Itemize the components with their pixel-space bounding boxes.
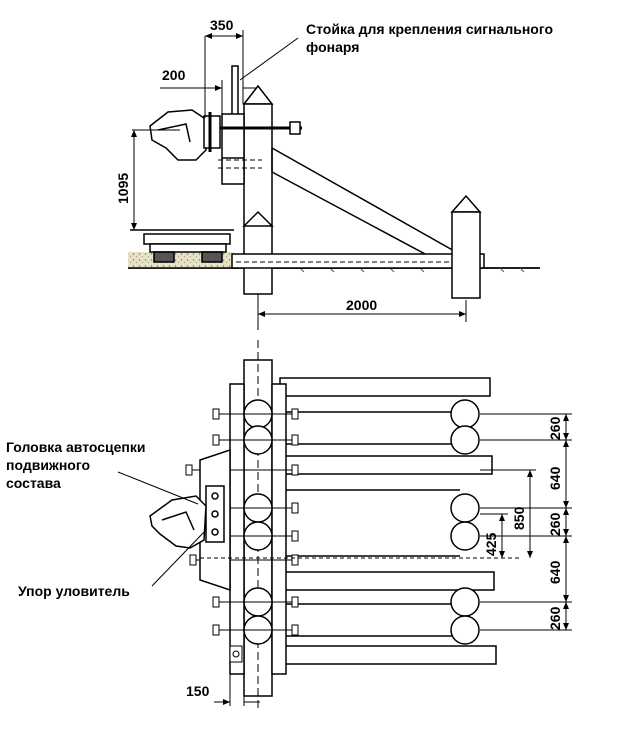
plan-longitudinal-bars bbox=[279, 377, 497, 665]
plan-coupler-head bbox=[149, 495, 207, 549]
stop-block bbox=[216, 113, 302, 185]
dim-425: 425 bbox=[483, 532, 499, 556]
main-post bbox=[242, 84, 274, 320]
dim-350: 350 bbox=[210, 17, 234, 33]
dim-260-c: 260 bbox=[547, 606, 563, 630]
coupler-head-label-line3: состава bbox=[6, 475, 61, 491]
coupler-head-label-line1: Головка автосцепки bbox=[6, 439, 146, 455]
dim-150: 150 bbox=[186, 683, 210, 699]
dim-200: 200 bbox=[162, 67, 186, 83]
diagonal-strut bbox=[271, 147, 457, 263]
dim-640-b: 640 bbox=[547, 560, 563, 584]
bottom-beam bbox=[231, 253, 485, 269]
dim-2000: 2000 bbox=[346, 297, 377, 313]
dimension-labels: 350 200 1095 2000 150 260 640 850 260 42… bbox=[115, 17, 563, 699]
plan-view bbox=[149, 340, 497, 708]
dim-260-b: 260 bbox=[547, 512, 563, 536]
coupler-head-label-line2: подвижного bbox=[6, 457, 90, 473]
plan-dimensions bbox=[117, 413, 572, 706]
lamp-post-label-line1: Стойка для крепления сигнального bbox=[306, 21, 553, 37]
rear-post bbox=[450, 194, 482, 299]
dim-1095: 1095 bbox=[115, 173, 131, 204]
dim-260-a: 260 bbox=[547, 416, 563, 440]
labels: Стойка для крепления сигнального фонаря … bbox=[6, 21, 553, 599]
side-dimensions bbox=[131, 30, 467, 330]
dim-640-a: 640 bbox=[547, 466, 563, 490]
stop-catcher-label: Упор уловитель bbox=[18, 583, 130, 599]
lamp-stand bbox=[231, 65, 239, 117]
dim-850: 850 bbox=[511, 506, 527, 530]
coupler-head-side bbox=[149, 109, 221, 161]
lamp-post-label-line2: фонаря bbox=[306, 39, 359, 55]
side-view bbox=[128, 65, 540, 320]
plan-rear-logs bbox=[450, 399, 480, 645]
